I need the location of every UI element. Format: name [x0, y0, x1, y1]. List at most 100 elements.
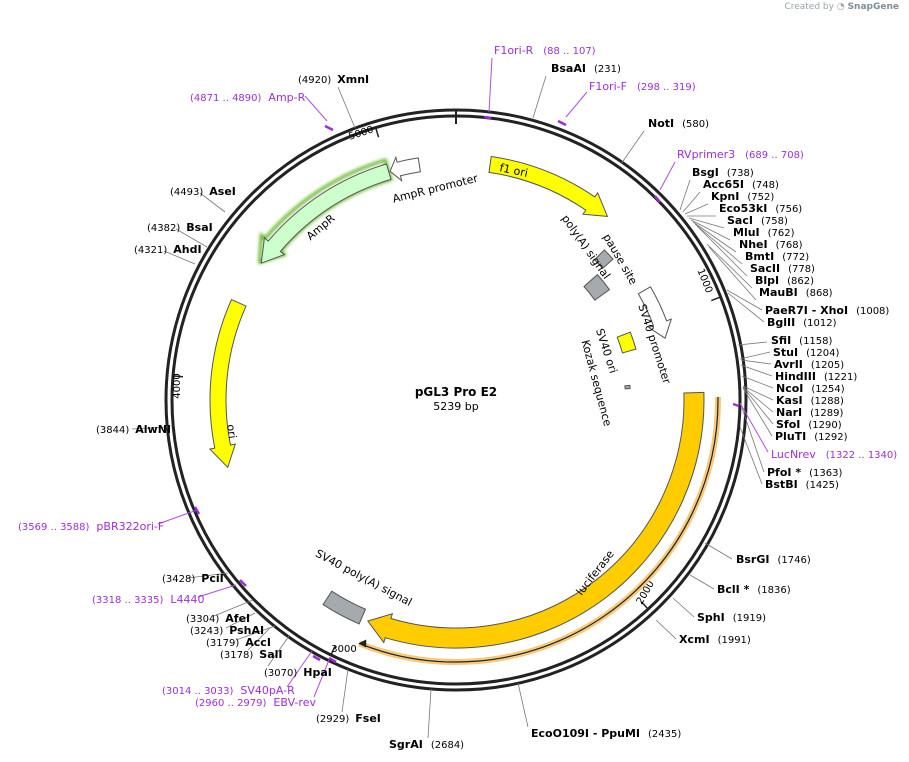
- site-leader-line: [688, 217, 725, 229]
- site-coord: (738): [727, 168, 754, 179]
- site-label-avrii[interactable]: AvrII(1205): [774, 358, 844, 371]
- site-name: AseI: [209, 185, 236, 198]
- ampr-feature[interactable]: [260, 163, 392, 264]
- site-label-paer7i-xhoi[interactable]: PaeR7I - XhoI(1008): [765, 304, 889, 317]
- site-leader-line: [704, 542, 733, 560]
- site-label-fsei[interactable]: (2929)FseI: [316, 712, 381, 725]
- site-name: Acc65I: [703, 178, 744, 191]
- site-label-bsgi[interactable]: BsgI(738): [692, 166, 754, 179]
- site-label-ecoo109i-ppumi[interactable]: EcoO109I - PpuMI(2435): [531, 727, 681, 740]
- site-name: FseI: [355, 712, 381, 725]
- primer-name: F1ori-R: [494, 44, 534, 57]
- site-leader-line: [655, 619, 677, 640]
- primer-label-rvprimer3[interactable]: RVprimer3(689 .. 708): [677, 148, 804, 161]
- site-coord: (3844): [96, 425, 129, 436]
- site-label-noti[interactable]: NotI(580): [648, 117, 709, 130]
- site-label-eco53ki[interactable]: Eco53kI(756): [719, 202, 802, 215]
- site-leader-line: [187, 572, 229, 579]
- tick-label: 3000: [331, 644, 356, 655]
- site-label-stui[interactable]: StuI(1204): [773, 346, 839, 359]
- luciferase-feature[interactable]: [366, 391, 705, 649]
- primer-label-f1ori-r[interactable]: F1ori-R(88 .. 107): [494, 44, 596, 57]
- site-coord: (231): [594, 64, 621, 75]
- primer-label-ebv-rev[interactable]: (2960 .. 2979)EBV-rev: [195, 696, 316, 709]
- site-label-afei[interactable]: (3304)AfeI: [186, 612, 250, 625]
- site-coord: (1008): [856, 306, 889, 317]
- kozak-sequence-feature[interactable]: [624, 384, 631, 390]
- site-label-sacii[interactable]: SacII(778): [750, 262, 815, 275]
- site-label-xmni[interactable]: (4920)XmnI: [298, 73, 369, 86]
- site-label-pluti[interactable]: PluTI(1292): [775, 430, 848, 443]
- site-label-sfoi[interactable]: SfoI(1290): [776, 418, 842, 431]
- site-label-asei[interactable]: (4493)AseI: [170, 185, 236, 198]
- site-label-hpai[interactable]: (3070)HpaI: [264, 666, 332, 679]
- site-name: SfoI: [776, 418, 800, 431]
- site-label-ahdi[interactable]: (4321)AhdI: [134, 243, 202, 256]
- site-label-bsai[interactable]: (4382)BsaI: [147, 221, 213, 234]
- site-name: AccI: [245, 636, 271, 649]
- site-label-sfii[interactable]: SfiI(1158): [771, 334, 833, 347]
- site-label-nari[interactable]: NarI(1289): [776, 406, 844, 419]
- site-label-sphi[interactable]: SphI(1919): [697, 611, 766, 624]
- site-leader-line: [742, 387, 773, 437]
- features: [208, 155, 721, 665]
- site-label-bsaai[interactable]: BsaAI(231): [551, 62, 621, 75]
- site-label-sali[interactable]: (3178)SalI: [220, 648, 282, 661]
- site-label-sgrai[interactable]: SgrAI(2684): [389, 738, 464, 751]
- ori-feature[interactable]: [208, 298, 247, 469]
- sv40-poly-a-signal-feature[interactable]: [322, 590, 367, 625]
- site-leader-line: [682, 191, 701, 213]
- site-leader-line: [427, 688, 432, 739]
- primer-leader-line: [313, 659, 330, 698]
- site-label-acc65i[interactable]: Acc65I(748): [703, 178, 779, 191]
- site-coord: (3304): [186, 614, 219, 625]
- primer-leader-line: [739, 402, 769, 453]
- site-label-xcmi[interactable]: XcmI(1991): [679, 633, 751, 646]
- site-label-pfoi[interactable]: PfoI *(1363): [767, 466, 842, 479]
- primer-range: (3569 .. 3588): [18, 522, 90, 533]
- primer-label-sv40pa-r[interactable]: (3014 .. 3033)SV40pA-R: [162, 684, 295, 697]
- site-label-kasi[interactable]: KasI(1288): [776, 394, 844, 407]
- site-name: AlwNI: [135, 423, 171, 436]
- plasmid-length: 5239 bp: [433, 400, 478, 413]
- site-label-acci[interactable]: (3179)AccI: [206, 636, 271, 649]
- site-label-bglii[interactable]: BglII(1012): [767, 316, 837, 329]
- site-label-kpni[interactable]: KpnI(752): [711, 190, 774, 203]
- sv40-promoter-feature[interactable]: [637, 286, 673, 339]
- site-leader-line: [739, 426, 763, 485]
- primer-label-f1ori-f[interactable]: F1ori-F(298 .. 319): [589, 80, 696, 93]
- site-label-mlui[interactable]: MluI(762): [733, 226, 795, 239]
- site-label-maubi[interactable]: MauBI(868): [759, 286, 833, 299]
- site-name: BlpI: [755, 274, 779, 287]
- site-label-hindiii[interactable]: HindIII(1221): [775, 370, 857, 383]
- site-label-pshai[interactable]: (3243)PshAI: [190, 624, 264, 637]
- site-label-bmti[interactable]: BmtI(772): [745, 250, 809, 263]
- poly-a-signal-feature[interactable]: [593, 249, 614, 270]
- site-label-blpi[interactable]: BlpI(862): [755, 274, 814, 287]
- ampr-promoter-feature[interactable]: [389, 155, 421, 182]
- snapgene-logo-icon: ◔: [836, 2, 845, 12]
- pause-site-feature[interactable]: [583, 273, 611, 301]
- site-leader-line: [620, 130, 645, 165]
- site-name: EcoO109I - PpuMI: [531, 727, 640, 740]
- site-name: SacII: [750, 262, 780, 275]
- site-coord: (1288): [811, 396, 844, 407]
- primer-label-l4440[interactable]: (3318 .. 3335)L4440: [92, 593, 205, 606]
- site-label-pcii[interactable]: (3428)PciI: [162, 572, 224, 585]
- primer-label-lucnrev[interactable]: LucNrev(1322 .. 1340): [771, 448, 897, 461]
- site-label-alwni[interactable]: (3844) AlwNI: [96, 423, 171, 436]
- site-label-bstbi[interactable]: BstBI(1425): [765, 478, 839, 491]
- site-label-nhei[interactable]: NheI(768): [739, 238, 803, 251]
- site-leader-line: [235, 625, 276, 641]
- site-label-ncoi[interactable]: NcoI(1254): [776, 382, 845, 395]
- site-leader-line: [741, 375, 774, 389]
- site-label-bcli[interactable]: BclI *(1836): [717, 583, 791, 596]
- site-label-saci[interactable]: SacI(758): [727, 214, 788, 227]
- primer-label-amp-r[interactable]: (4871 .. 4890)Amp-R: [190, 91, 306, 104]
- sv40-ori-feature[interactable]: [616, 331, 637, 354]
- site-label-bsrgi[interactable]: BsrGI(1746): [736, 553, 811, 566]
- f1-ori-feature[interactable]: [488, 155, 609, 217]
- site-coord: (3178): [220, 650, 253, 661]
- primer-name: Amp-R: [268, 91, 305, 104]
- primer-label-pbr322ori-f[interactable]: (3569 .. 3588)pBR322ori-F: [18, 520, 164, 533]
